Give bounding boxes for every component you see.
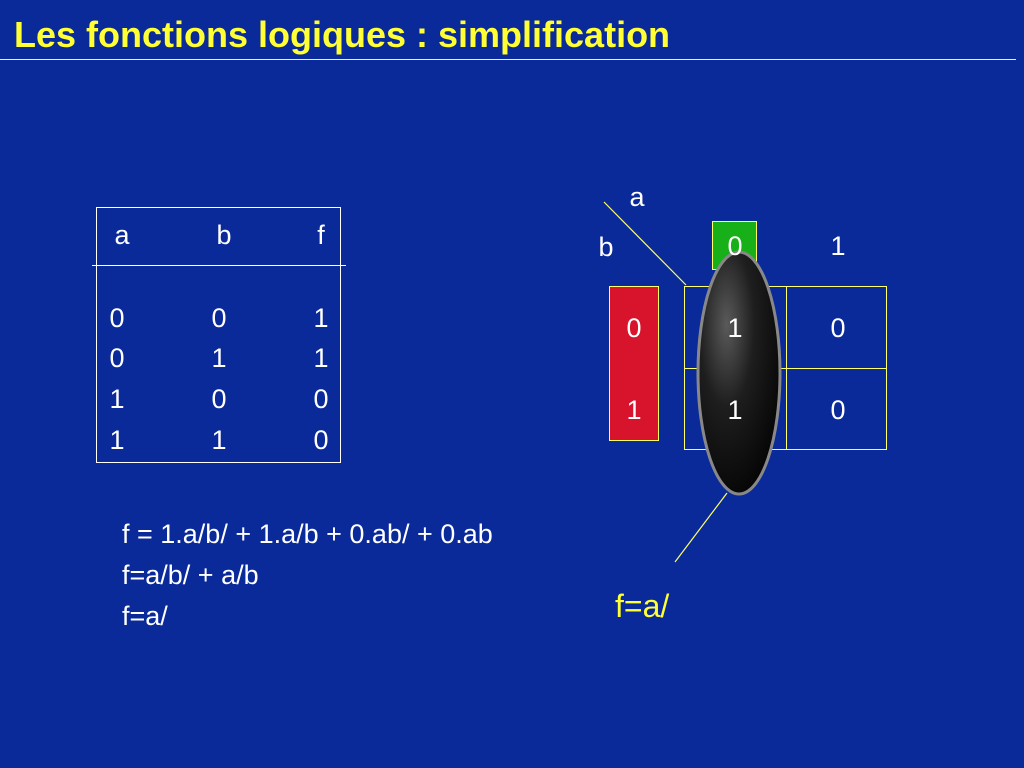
kmap-diagonal-line	[603, 201, 687, 286]
title-divider	[0, 59, 1016, 60]
truth-table-header-divider	[92, 265, 346, 266]
truth-cell: 1	[109, 425, 125, 455]
kmap-grid-hline	[684, 368, 887, 369]
truth-cell: 0	[109, 343, 125, 373]
formula-line-2: f=a/b/ + a/b	[122, 560, 259, 590]
truth-cell: 0	[211, 384, 227, 414]
truth-table	[96, 207, 341, 463]
truth-cell: 1	[313, 303, 329, 333]
kmap-cell: 1	[727, 313, 743, 343]
kmap-result: f=a/	[615, 588, 670, 624]
kmap-row-highlight	[609, 286, 659, 441]
kmap-var-row: b	[598, 232, 614, 262]
kmap-result-pointer	[674, 492, 728, 563]
truth-header-b: b	[216, 220, 232, 250]
kmap-var-col: a	[629, 182, 645, 212]
kmap-row-header-1: 1	[626, 395, 642, 425]
formula-line-1: f = 1.a/b/ + 1.a/b + 0.ab/ + 0.ab	[122, 519, 493, 549]
truth-header-a: a	[114, 220, 130, 250]
kmap-col-header-1: 1	[830, 231, 846, 261]
kmap-cell: 0	[830, 395, 846, 425]
kmap-cell: 1	[727, 395, 743, 425]
kmap-row-header-0: 0	[626, 313, 642, 343]
truth-cell: 0	[109, 303, 125, 333]
truth-cell: 0	[313, 425, 329, 455]
kmap-col-header-0: 0	[727, 231, 743, 261]
truth-cell: 0	[313, 384, 329, 414]
truth-cell: 1	[211, 343, 227, 373]
kmap-cell: 0	[830, 313, 846, 343]
kmap-group-oval	[696, 250, 782, 496]
slide-title: Les fonctions logiques : simplification	[14, 14, 671, 55]
truth-header-f: f	[317, 220, 325, 250]
truth-cell: 1	[109, 384, 125, 414]
formula-line-3: f=a/	[122, 601, 168, 631]
truth-cell: 1	[313, 343, 329, 373]
truth-cell: 0	[211, 303, 227, 333]
truth-cell: 1	[211, 425, 227, 455]
